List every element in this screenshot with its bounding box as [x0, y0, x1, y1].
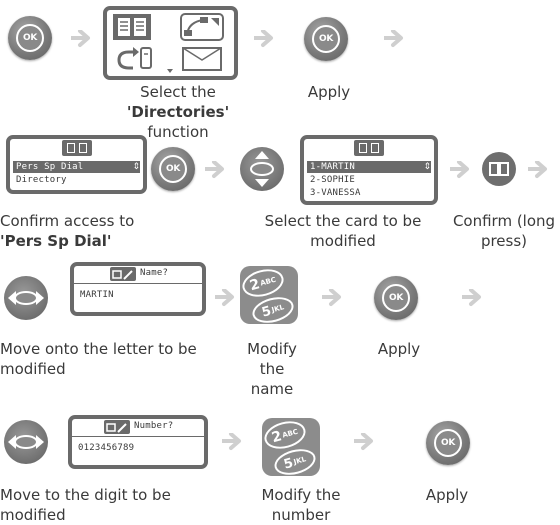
- caption-select-directories: Select the 'Directories' function: [126, 83, 230, 141]
- ok-button[interactable]: OK: [151, 147, 195, 191]
- menu-screen: [103, 6, 238, 80]
- edit-card-icon: [104, 420, 130, 434]
- menu-list-screen: Pers Sp Dial ⇕ Directory: [6, 135, 147, 194]
- ok-label: OK: [16, 24, 44, 52]
- list-item: 1-MARTIN: [307, 161, 431, 173]
- scroll-updown-icon: ⇕: [132, 162, 140, 172]
- phone-call-icon: [180, 13, 224, 41]
- left-right-arrows-icon: [8, 291, 44, 305]
- ok-label: OK: [312, 25, 340, 53]
- more-down-icon: [167, 69, 173, 73]
- caption-select-card: Select the card to be modified: [264, 212, 422, 250]
- navigator-updown-button[interactable]: [240, 147, 284, 191]
- arrow-right-icon: [215, 289, 234, 306]
- name-value: MARTIN: [80, 290, 114, 300]
- ok-button[interactable]: OK: [374, 276, 418, 320]
- ok-label: OK: [382, 284, 410, 312]
- number-value: 0123456789: [78, 443, 135, 453]
- navigator-leftright-button[interactable]: [4, 420, 48, 464]
- arrow-right-icon: [322, 289, 341, 306]
- navigator-leftright-button[interactable]: [4, 276, 48, 320]
- caption-apply: Apply: [307, 83, 351, 101]
- list-item: 3-VANESSA: [310, 188, 361, 198]
- edit-card-icon: [110, 267, 136, 281]
- envelope-icon: [182, 47, 222, 71]
- arrow-right-icon: [222, 433, 241, 450]
- directories-menu-icons: [113, 13, 224, 73]
- up-down-arrows-icon: [250, 151, 274, 187]
- caption-move-letter: Move onto the letter to be modified: [0, 340, 197, 378]
- arrow-right-icon: [384, 30, 403, 47]
- arrow-right-icon: [254, 30, 273, 47]
- scroll-updown-icon: ⇕: [423, 162, 431, 172]
- ok-button[interactable]: OK: [304, 17, 348, 61]
- screen-title: Name?: [140, 268, 169, 278]
- left-right-arrows-icon: [8, 435, 44, 449]
- arrow-right-icon: [205, 161, 224, 178]
- name-edit-screen: Name? MARTIN: [70, 262, 206, 316]
- caption-modify-number: Modify the number: [261, 486, 341, 524]
- caption-modify-name: Modify the name: [247, 340, 297, 398]
- directory-tab-icon: [61, 140, 92, 156]
- card-list-screen: 1-MARTIN ⇕ 2-SOPHIE 3-VANESSA: [300, 135, 438, 205]
- caption-confirm-long-press: Confirm (long press): [452, 212, 556, 250]
- screen-title: Number?: [134, 421, 174, 431]
- ok-button[interactable]: OK: [8, 16, 52, 60]
- caption-move-digit: Move to the digit to be modified: [0, 486, 171, 524]
- arrow-right-icon: [528, 161, 547, 178]
- ok-button[interactable]: OK: [426, 421, 470, 465]
- open-book-icon: [489, 162, 509, 176]
- number-edit-screen: Number? 0123456789: [68, 415, 208, 469]
- arrow-right-icon: [450, 161, 469, 178]
- ok-label: OK: [434, 429, 462, 457]
- directory-key-button[interactable]: [482, 152, 516, 186]
- caption-apply: Apply: [377, 340, 421, 358]
- return-arrow-icon: [117, 50, 135, 70]
- list-item: 2-SOPHIE: [310, 175, 355, 185]
- handset-icon: [140, 47, 152, 69]
- arrow-right-icon: [71, 30, 90, 47]
- arrow-right-icon: [462, 289, 481, 306]
- list-item: Pers Sp Dial: [13, 161, 140, 173]
- directory-tab-icon: [354, 140, 384, 156]
- caption-apply: Apply: [425, 486, 469, 504]
- arrow-right-icon: [354, 433, 373, 450]
- caption-confirm-access: Confirm access to 'Pers Sp Dial': [0, 212, 135, 250]
- ok-label: OK: [159, 155, 187, 183]
- list-item: Directory: [16, 175, 67, 185]
